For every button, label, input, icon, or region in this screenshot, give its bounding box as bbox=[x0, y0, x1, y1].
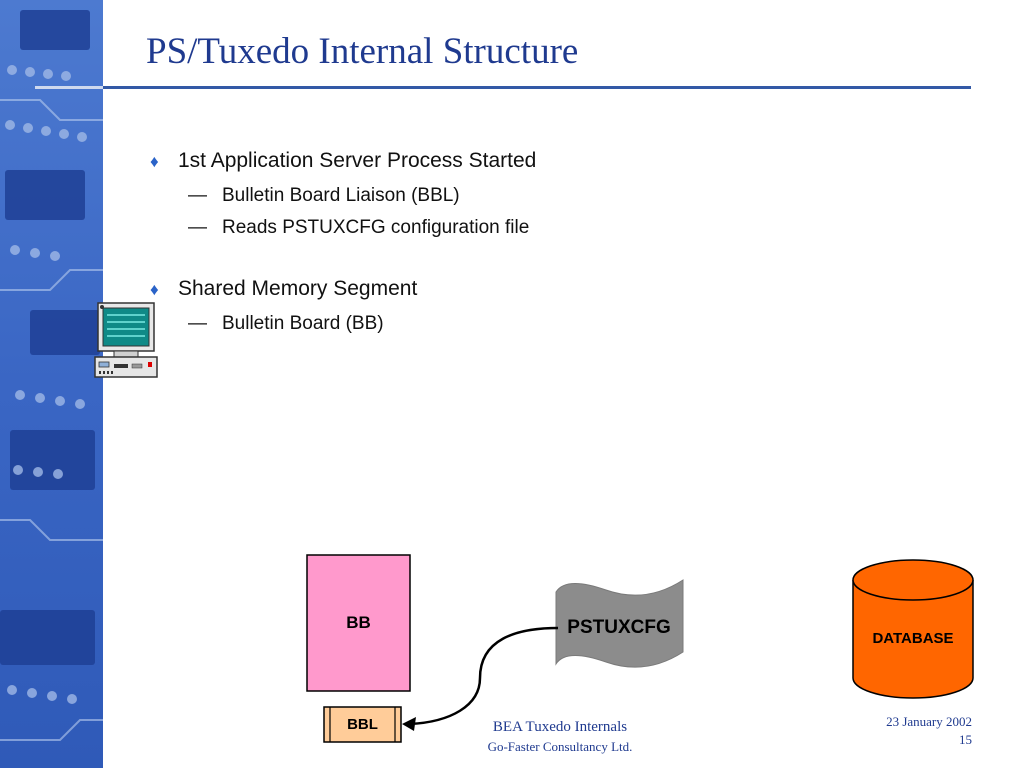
title-rule-left bbox=[35, 86, 103, 89]
pstuxcfg-label: PSTUXCFG bbox=[567, 617, 671, 638]
sub-bullet-item: — Bulletin Board Liaison (BBL) bbox=[188, 185, 460, 207]
footer-title: BEA Tuxedo Internals bbox=[492, 719, 628, 735]
arrow-icon bbox=[402, 626, 559, 731]
sub-bullet-text: Bulletin Board (BB) bbox=[222, 313, 384, 334]
bbl-label: BBL bbox=[347, 716, 378, 733]
bullet-text: 1st Application Server Process Started bbox=[178, 149, 537, 172]
bullet-item: ♦ 1st Application Server Process Started bbox=[150, 149, 536, 173]
side-decoration bbox=[0, 0, 103, 768]
bullet-text: Shared Memory Segment bbox=[178, 277, 418, 300]
sub-bullet-text: Bulletin Board Liaison (BBL) bbox=[222, 185, 460, 206]
footer-company: Go-Faster Consultancy Ltd. bbox=[487, 739, 633, 754]
computer-icon bbox=[94, 302, 158, 378]
title-rule bbox=[103, 86, 971, 89]
diamond-bullet-icon: ♦ bbox=[150, 280, 159, 299]
diamond-bullet-icon: ♦ bbox=[150, 152, 159, 171]
sub-bullet-item: — Reads PSTUXCFG configuration file bbox=[188, 217, 529, 239]
slide-title: PS/Tuxedo Internal Structure bbox=[146, 31, 579, 72]
bullet-item: ♦ Shared Memory Segment bbox=[150, 277, 417, 301]
footer-date: 23 January 2002 bbox=[886, 714, 972, 729]
sub-bullet-text: Reads PSTUXCFG configuration file bbox=[222, 217, 530, 238]
sub-bullet-item: — Bulletin Board (BB) bbox=[188, 313, 384, 335]
dash-bullet-icon: — bbox=[188, 313, 207, 334]
page-number: 15 bbox=[959, 732, 972, 747]
database-cylinder bbox=[852, 559, 974, 699]
database-label: DATABASE bbox=[872, 630, 954, 647]
dash-bullet-icon: — bbox=[188, 217, 207, 238]
bb-label: BB bbox=[346, 613, 371, 632]
dash-bullet-icon: — bbox=[188, 185, 207, 206]
